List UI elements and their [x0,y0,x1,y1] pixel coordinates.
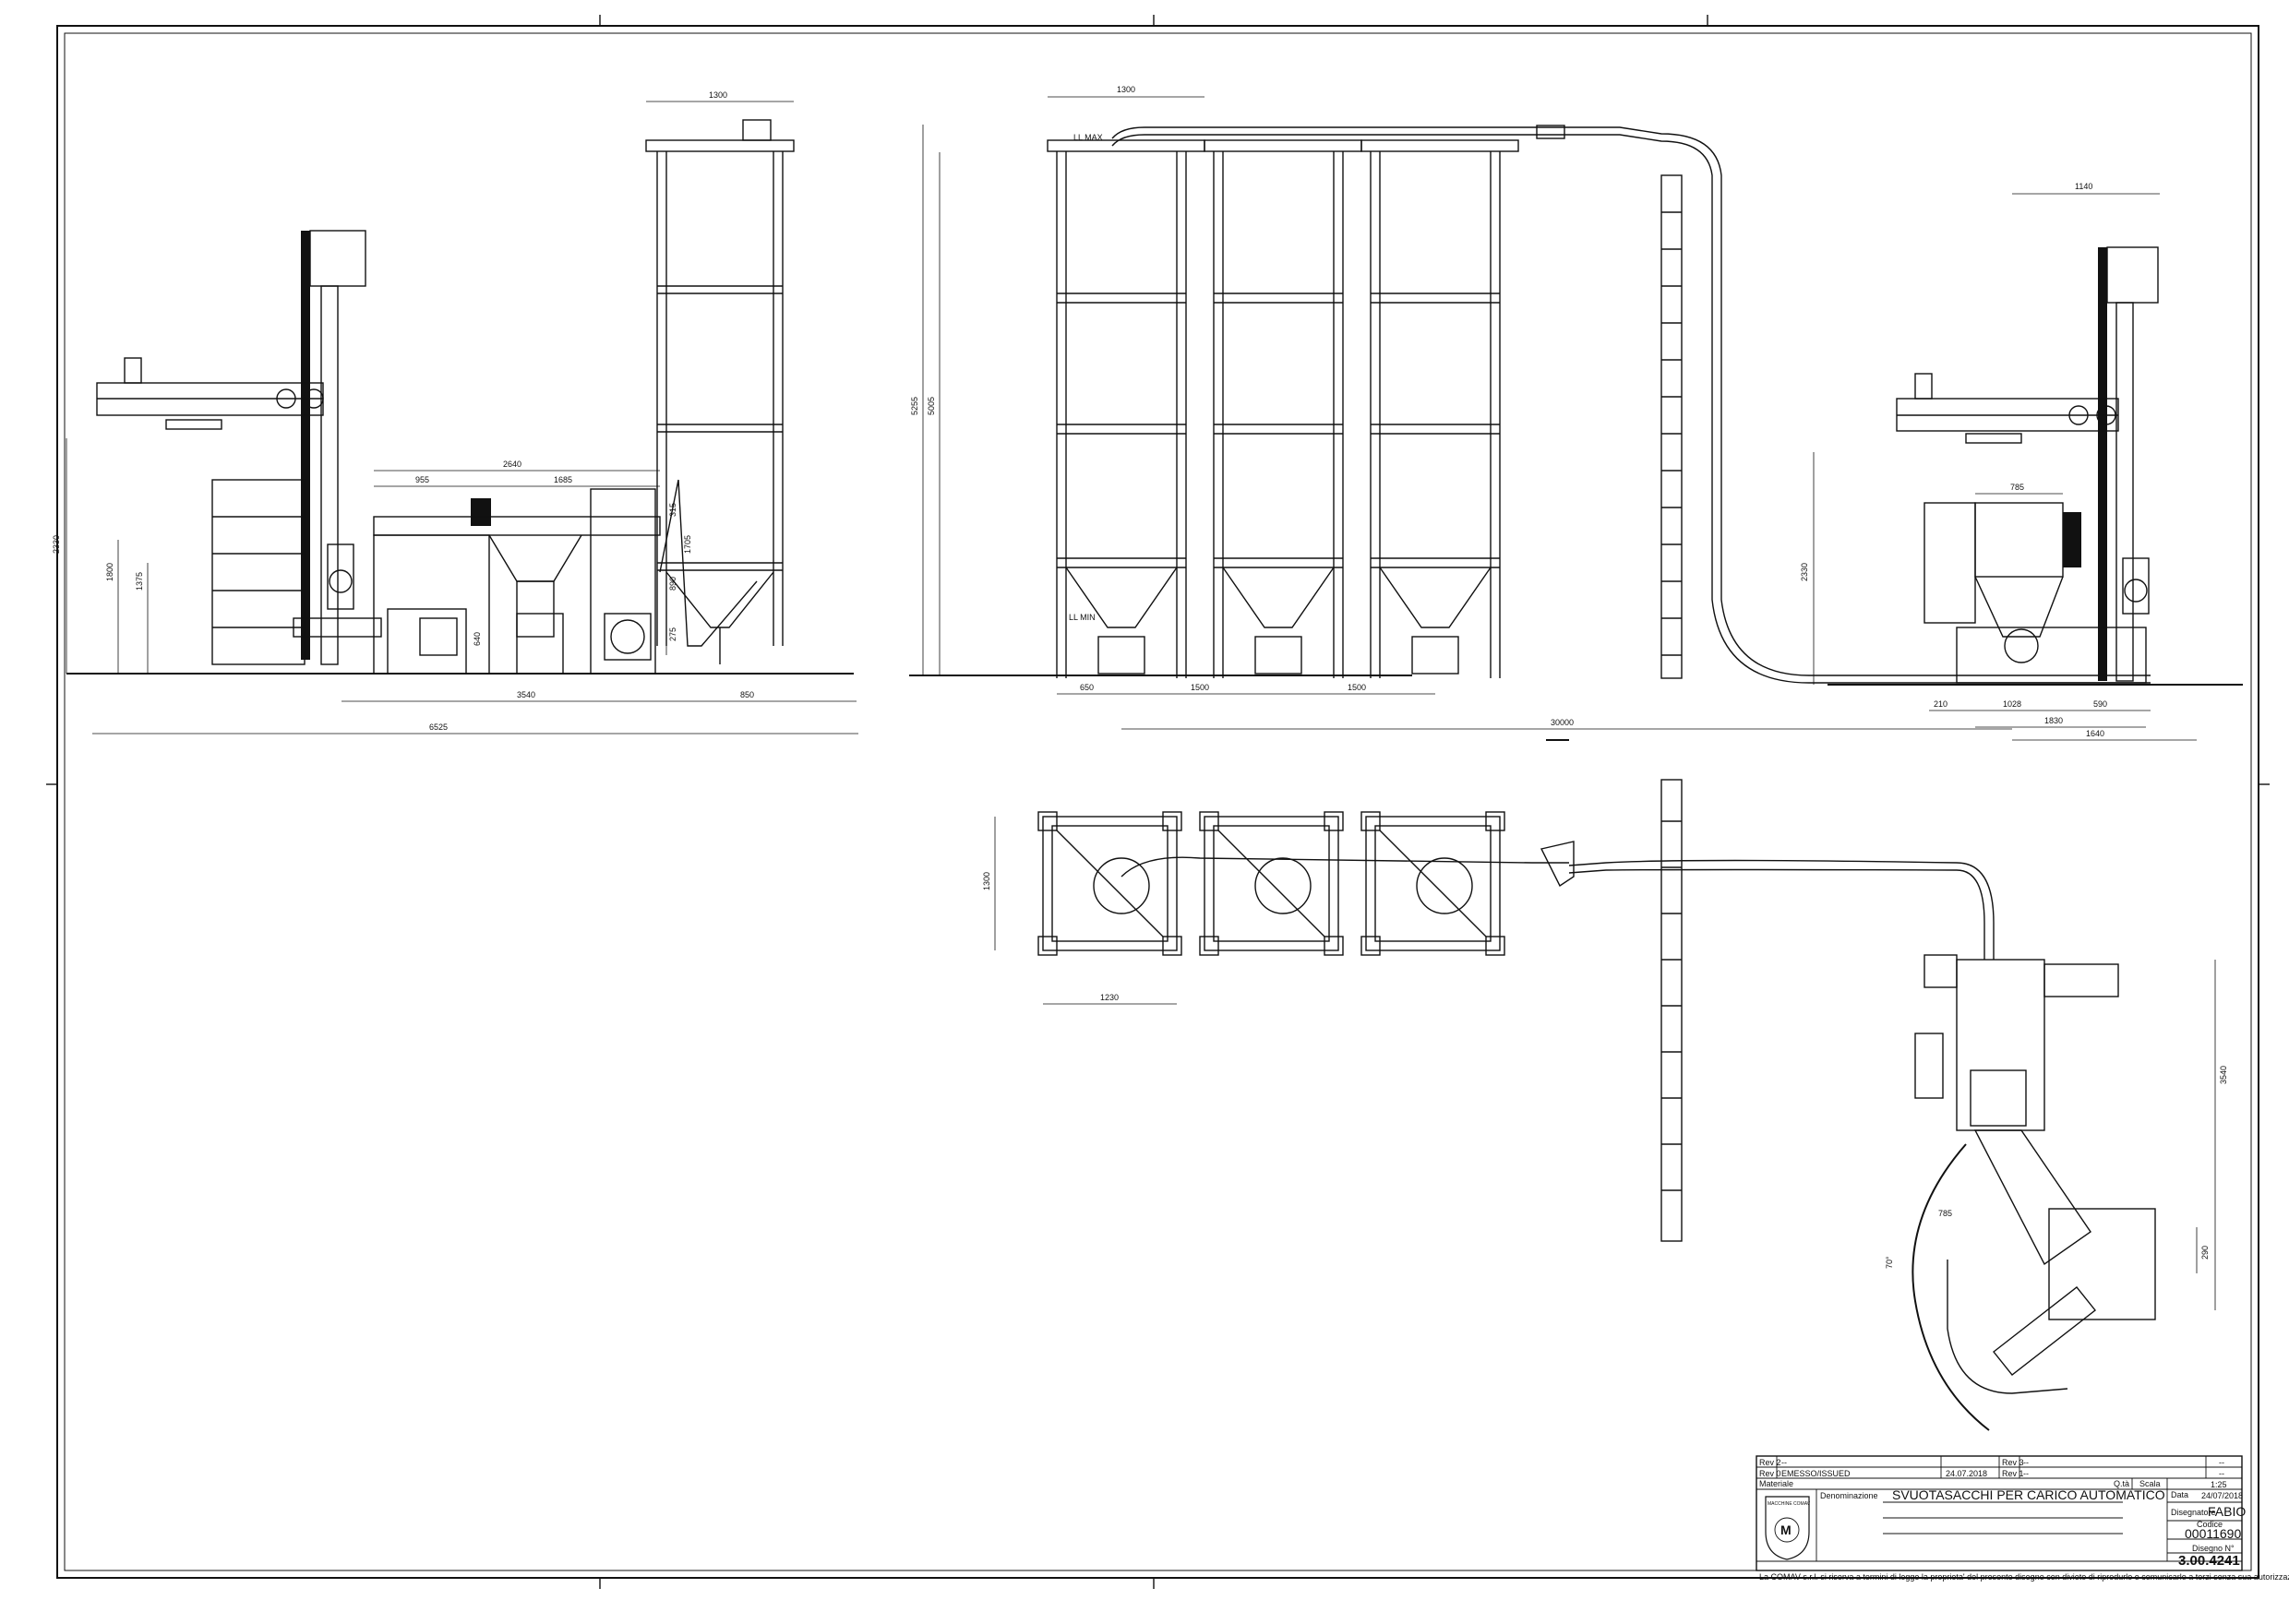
dim-890: 890 [668,577,677,591]
rev3-text: -- [2023,1458,2029,1467]
dim-3540-left: 3540 [517,690,535,699]
disegno-label: Disegno N° [2192,1544,2235,1553]
plan-silo-1 [1037,811,1182,956]
silo-elevation-view: 1300 5255 5005 650 1500 1500 30000 LL MA… [909,85,2151,741]
left-elevation-view: 2330 1800 1375 2640 955 1685 1300 315 89… [52,90,858,734]
dim-210: 210 [1934,699,1947,709]
dim-1028: 1028 [2003,699,2021,709]
silo-2 [1204,139,1362,678]
plan-dim-290: 290 [2200,1246,2210,1260]
codice-value: 00011690 [2185,1526,2241,1541]
disegno-value: 3.00.4241 [2178,1553,2240,1569]
data-value: 24/07/2018 [2201,1491,2243,1500]
label-ll-max: LL MAX [1073,133,1103,142]
dim-850-left: 850 [740,690,754,699]
rev-dash-b: -- [2219,1469,2224,1478]
rev0-date: 24.07.2018 [1946,1469,1987,1478]
plan-silo-3 [1360,811,1505,956]
dim-30000: 30000 [1551,718,1574,727]
dim-315: 315 [668,503,677,517]
scala-value: 1:25 [2211,1480,2227,1489]
dim-5255: 5255 [910,397,919,415]
dim-1500-a: 1500 [1191,683,1209,692]
dim-1300-silo: 1300 [709,90,727,100]
rev0-label: Rev 0 [1759,1469,1781,1478]
dim-1300-mid: 1300 [1117,85,1135,94]
denominazione-label: Denominazione [1820,1491,1878,1500]
data-label: Data [2171,1490,2188,1499]
rev0-text: EMESSO/ISSUED [1781,1469,1851,1478]
dim-590: 590 [2093,699,2107,709]
denominazione-value: SVUOTASACCHI PER CARICO AUTOMATICO [1892,1487,2165,1502]
dim-6525: 6525 [429,722,448,732]
comav-logo: MACCHINE COMAV M [1765,1496,1811,1560]
svg-text:M: M [1780,1522,1792,1537]
dim-1500-b: 1500 [1348,683,1366,692]
qty-label: Q.tà [2114,1479,2129,1488]
plan-view: 1300 1230 3540 785 290 70° [982,779,2228,1431]
rev2-label: Rev 2 [1759,1458,1781,1467]
materiale-label: Materiale [1759,1479,1793,1488]
right-elevation-view: 1140 785 2330 210 1028 590 1830 1640 [1800,182,2243,741]
rev-dash-a: -- [2219,1458,2224,1467]
disegnatore-label: Disegnatore [2171,1508,2216,1517]
plan-dim-785: 785 [1938,1209,1952,1218]
plan-dim-3540: 3540 [2219,1066,2228,1084]
dim-1640: 1640 [2086,729,2104,738]
copyright-footer: La COMAV s.r.l. si riserva a termini di … [1759,1572,2289,1582]
dim-1705: 1705 [683,535,692,554]
dim-785-right: 785 [2010,483,2024,492]
dim-650: 650 [1080,683,1094,692]
disegnatore-value: FABIO [2208,1504,2246,1519]
drawing-frame [46,15,2270,1589]
plan-dim-1300: 1300 [982,872,991,890]
dim-955: 955 [415,475,429,484]
dim-5005: 5005 [927,397,936,415]
dim-1830: 1830 [2044,716,2063,725]
plan-dim-70deg: 70° [1885,1256,1894,1269]
label-ll-min: LL MIN [1069,613,1096,622]
dim-275: 275 [668,627,677,641]
title-block: Rev 2 -- Rev 0 EMESSO/ISSUED 24.07.2018 … [1756,1455,2289,1582]
plan-dim-1230: 1230 [1100,993,1119,1002]
dim-1140: 1140 [2075,182,2092,191]
silo-1 [1047,139,1205,678]
dim-1685: 1685 [554,475,572,484]
rev1-text: -- [2023,1469,2029,1478]
codice-label: Codice [2197,1520,2223,1529]
rev2-text: -- [1781,1458,1787,1467]
rev3-label: Rev 3 [2002,1458,2024,1467]
dim-2330-right: 2330 [1800,563,1809,581]
dim-640: 640 [473,632,482,646]
dim-2330-left: 2330 [52,535,61,554]
rev1-label: Rev 1 [2002,1469,2024,1478]
dim-1375: 1375 [135,572,144,591]
dim-2640: 2640 [503,460,521,469]
silo-3 [1360,139,1519,678]
logo-text: MACCHINE COMAV [1768,1501,1811,1507]
plan-silo-2 [1199,811,1344,956]
dim-1800: 1800 [105,563,114,581]
scala-label: Scala [2139,1479,2161,1488]
